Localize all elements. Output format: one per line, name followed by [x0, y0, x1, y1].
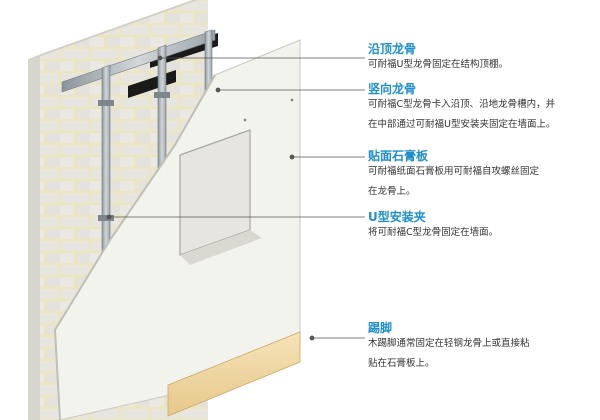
screw [243, 118, 247, 122]
callout-stud-desc-line2: 在中部通过可耐福U型安装夹固定在墙面上。 [368, 119, 556, 130]
u-clip [98, 100, 114, 106]
skirting-board [167, 331, 301, 417]
callout-track-desc-line1: 可耐福U型龙骨固定在结构顶棚。 [368, 59, 508, 70]
callout-board-desc-line2: 在龙骨上。 [368, 186, 416, 197]
callout-skirting-desc-line2: 贴在石膏板上。 [368, 358, 435, 369]
callout-board-desc-line1: 可耐福纸面石膏板用可耐福自攻螺丝固定 [368, 166, 540, 177]
callout-track-title: 沿顶龙骨 [368, 42, 417, 56]
callout-stud-desc-line1: 可耐福C型龙骨卡入沿顶、沿地龙骨槽内，并 [368, 99, 556, 110]
callout-clip-title: U型安装夹 [368, 210, 426, 224]
u-clip [154, 92, 170, 98]
gypsum-board-edge [53, 74, 216, 420]
screw [290, 98, 294, 102]
leader-lines [106, 55, 365, 341]
callout-clip-desc-line1: 将可耐福C型龙骨固定在墙面。 [368, 227, 499, 238]
brick-wall-end [28, 55, 40, 420]
callout-stud-title: 竖向龙骨 [368, 82, 417, 96]
callout-board-title: 贴面石膏板 [368, 149, 429, 163]
u-clip [98, 215, 114, 221]
callout-skirting-title: 踢脚 [368, 321, 393, 335]
wall-opening-reveal [180, 230, 262, 265]
callout-skirting-desc-line1: 木踢脚通常固定在轻钢龙骨上或直接粘 [368, 338, 530, 349]
